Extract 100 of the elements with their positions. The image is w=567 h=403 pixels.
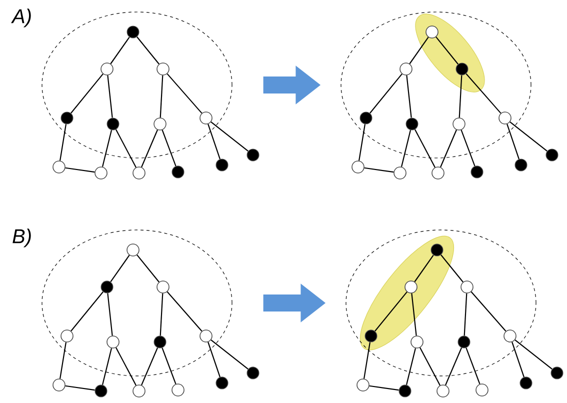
filled-circle [154,336,166,348]
connector-line [364,342,371,379]
connector-line [514,340,552,370]
filled-circle [60,112,74,124]
connector-line [208,342,220,378]
hollow-circle [156,62,170,76]
connector-line [466,348,480,384]
connector-line [70,292,104,332]
connector-line [60,124,67,161]
connector-line [110,254,130,282]
connector-line [102,348,112,385]
hollow-circle [100,62,114,76]
filled-circle [470,166,484,178]
hollow-circle [460,280,474,294]
filled-circle [456,62,468,76]
filled-circle [406,118,418,130]
panel-label: A) [11,8,31,28]
hollow-circle [156,280,170,294]
connector-line [102,130,112,167]
hollow-circle [132,166,146,180]
hollow-circle [400,62,412,76]
hollow-circle [476,384,488,396]
hollow-circle [126,244,140,256]
dashed-ellipse [346,230,536,376]
connector-line [374,292,408,332]
hollow-circle [172,384,184,396]
connector-line [414,129,436,168]
connector-line [116,347,136,386]
filled-circle [246,148,260,162]
connector-line [445,348,462,386]
connector-line [70,74,104,114]
hollow-circle [410,336,424,348]
hollow-circle [426,26,438,38]
dashed-ellipse [42,12,232,158]
connector-line [358,124,366,161]
hollow-circle [200,112,212,124]
connector-line [369,385,399,391]
connector-line [466,73,502,114]
connector-line [160,75,164,118]
connector-line [460,130,476,166]
connector-line [364,167,394,173]
connector-line [510,122,548,152]
connector-line [436,36,458,64]
connector-line [411,293,417,336]
hollow-circle [498,112,512,124]
dashed-ellipse [42,230,232,376]
connector-line [107,293,113,336]
filled-circle [216,158,228,172]
filled-circle [398,384,412,398]
connector-line [141,348,158,386]
connector-line [210,122,248,152]
filled-circle [106,118,120,130]
connector-line [136,36,160,64]
hollow-circle [94,166,108,180]
connector-line [65,167,95,173]
connector-line [210,340,248,370]
connector-line [470,291,506,332]
connector-line [512,342,524,378]
filled-circle [100,280,114,294]
connector-line [166,291,202,332]
filled-circle [246,366,260,380]
connector-line [409,36,429,64]
connector-line [107,75,113,118]
connector-line [406,348,416,385]
connector-line [136,254,160,282]
connector-line [162,348,176,384]
filled-circle [546,148,558,162]
hollow-circle [106,336,120,348]
connector-line [370,74,402,114]
filled-circle [216,376,228,390]
connector-line [208,124,220,160]
filled-circle [514,158,528,172]
hollow-circle [352,160,364,174]
hollow-circle [52,160,66,174]
connector-line [141,130,158,168]
hollow-circle [356,378,370,392]
hollow-circle [404,280,418,294]
connector-line [414,254,434,282]
hollow-circle [154,118,166,130]
filled-circle [172,166,184,178]
hollow-circle [200,330,212,342]
dashed-ellipse [340,12,532,158]
hollow-circle [436,384,450,398]
filled-circle [430,244,444,256]
connector-line [464,293,468,336]
filled-circle [360,112,372,124]
connector-line [420,347,440,386]
filled-circle [126,26,140,38]
filled-circle [458,336,470,348]
hollow-circle [504,330,516,342]
connector-line [406,75,412,118]
connector-line [115,129,136,168]
connector-line [110,36,130,64]
connector-line [162,130,176,166]
panel-label: B) [12,228,31,248]
connector-line [440,130,457,168]
connector-line [166,73,202,114]
hollow-circle [432,166,444,180]
hollow-circle [132,384,146,398]
connector-line [401,130,412,167]
